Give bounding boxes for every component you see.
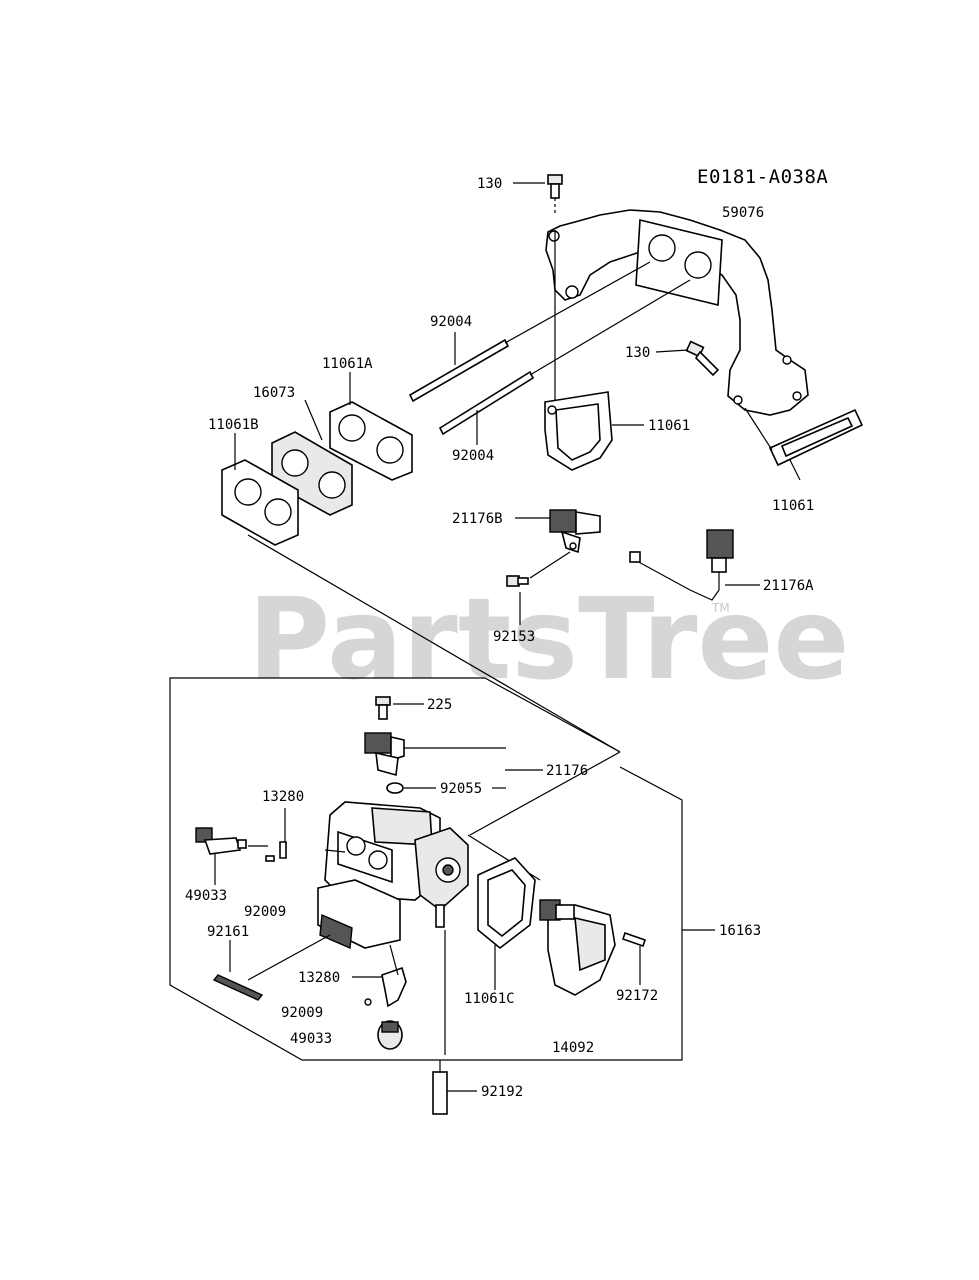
label-92009-upper[interactable]: 92009	[244, 904, 286, 920]
label-11061-center[interactable]: 11061	[648, 418, 690, 434]
leader	[529, 551, 571, 579]
valve-49033-bottom-part	[377, 1020, 403, 1050]
leader	[789, 459, 801, 481]
leader	[484, 677, 621, 753]
label-16073[interactable]: 16073	[253, 385, 295, 401]
label-92009-lower[interactable]: 92009	[281, 1005, 323, 1021]
bolt-92153-part	[506, 575, 529, 587]
gasket-11061a-part	[329, 401, 413, 481]
gasket-11061c-part	[477, 857, 536, 950]
stud-92004-upper-part	[408, 261, 651, 403]
label-14092[interactable]: 14092	[552, 1040, 594, 1056]
label-11061a[interactable]: 11061A	[322, 356, 373, 372]
assembly-frame	[169, 677, 683, 1061]
sensor-21176a-part	[629, 529, 734, 601]
label-92055[interactable]: 92055	[440, 781, 482, 797]
bolt-225-part	[375, 696, 391, 720]
label-92004-lower[interactable]: 92004	[452, 448, 494, 464]
label-16163[interactable]: 16163	[719, 923, 761, 939]
sensor-21176b-part	[549, 509, 601, 554]
valve-49033-left-part	[195, 827, 247, 855]
label-21176[interactable]: 21176	[546, 763, 588, 779]
label-49033-left[interactable]: 49033	[185, 888, 227, 904]
controller-block-part	[317, 879, 401, 950]
gasket-11061b-part	[221, 459, 299, 546]
gasket-11061-center-part	[544, 391, 613, 471]
label-92161[interactable]: 92161	[207, 924, 249, 940]
part-13280-lower	[364, 944, 407, 1008]
leader	[247, 934, 331, 981]
label-92192[interactable]: 92192	[481, 1084, 523, 1100]
throttle-sensor-assembly-part	[539, 899, 616, 996]
watermark-trademark: TM	[711, 601, 730, 615]
intake-manifold-part	[545, 209, 809, 416]
leader	[304, 399, 323, 441]
sensor-21176-part	[364, 732, 405, 777]
bolt-130-right-part	[685, 340, 720, 377]
leader	[655, 349, 689, 353]
leader	[247, 534, 621, 753]
gasket-11061-right-part	[768, 408, 864, 467]
leader	[744, 407, 773, 451]
label-92004-upper[interactable]: 92004	[430, 314, 472, 330]
leader	[324, 849, 346, 853]
stud-92004-lower-part	[438, 279, 691, 436]
label-11061b[interactable]: 11061B	[208, 417, 259, 433]
label-225[interactable]: 225	[427, 697, 452, 713]
label-21176a[interactable]: 21176A	[763, 578, 814, 594]
label-13280-upper[interactable]: 13280	[262, 789, 304, 805]
label-21176b[interactable]: 21176B	[452, 511, 503, 527]
label-11061c[interactable]: 11061C	[464, 991, 515, 1007]
label-11061-right[interactable]: 11061	[772, 498, 814, 514]
label-59076[interactable]: 59076	[722, 205, 764, 221]
label-92153[interactable]: 92153	[493, 629, 535, 645]
part-13280-upper	[265, 841, 287, 862]
diagram-code: E0181-A038A	[697, 166, 828, 188]
label-13280-lower[interactable]: 13280	[298, 970, 340, 986]
label-49033-bottom[interactable]: 49033	[290, 1031, 332, 1047]
label-130-right[interactable]: 130	[625, 345, 650, 361]
pipe-92192-part	[432, 1071, 448, 1115]
watermark: PartsTree	[248, 575, 849, 705]
o-ring-92055-part	[386, 782, 404, 794]
screw-92161-part	[212, 974, 264, 1001]
label-130-top[interactable]: 130	[477, 176, 502, 192]
bolt-130-top-part	[547, 174, 563, 215]
leader	[469, 751, 621, 836]
label-92172[interactable]: 92172	[616, 988, 658, 1004]
screw-92172-part	[621, 931, 647, 948]
